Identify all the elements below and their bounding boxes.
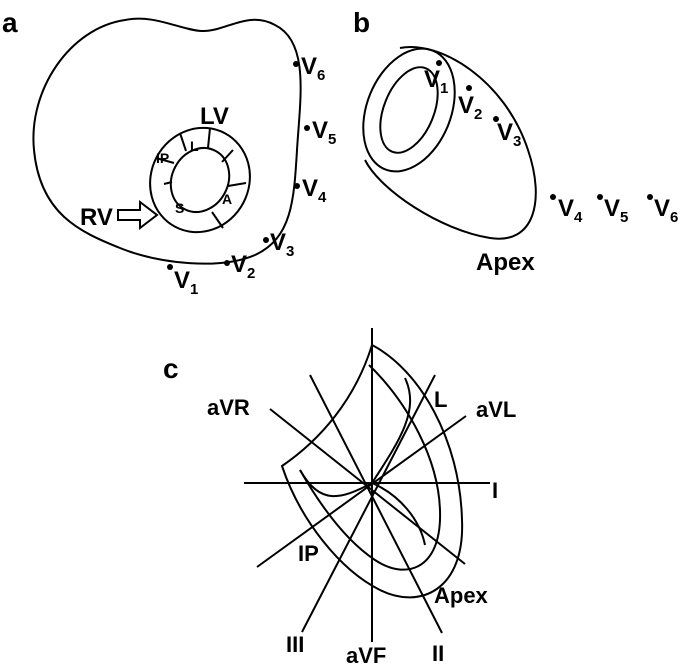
lv-cross-section: L IP S A xyxy=(149,126,251,234)
panel-c: c aVR aVL I II III aVF L IP Apex xyxy=(163,328,516,667)
panel-a-letter: a xyxy=(2,7,18,38)
lead-iii-label: III xyxy=(286,632,304,657)
rv-label: RV xyxy=(80,204,113,231)
lead-electrode-dot xyxy=(550,194,556,200)
lead-label-v3: V3 xyxy=(497,119,521,150)
lead-electrode-dot xyxy=(436,60,442,66)
lead-label-v4: V4 xyxy=(302,175,327,206)
lv-region-outer xyxy=(280,343,464,599)
lv-region-inner xyxy=(299,377,426,546)
apex-label: Apex xyxy=(476,249,535,276)
lead-label-v3: V3 xyxy=(270,229,294,260)
rv-arrow-icon xyxy=(117,199,159,231)
chest-leads-a: V1 V2 V3 V4 V5 V6 xyxy=(167,53,336,298)
heart-base-inner xyxy=(379,66,439,154)
lv-label: LV xyxy=(200,103,229,130)
lead-label-v6: V6 xyxy=(654,195,678,226)
lead-label-v2: V2 xyxy=(231,251,255,282)
lead-label-v5: V5 xyxy=(312,117,336,148)
lead-avl-label: aVL xyxy=(476,397,516,422)
segment-divider xyxy=(221,149,234,163)
lead-electrode-dot xyxy=(167,264,173,270)
lead-label-v1: V1 xyxy=(174,267,198,298)
lead-electrode-dot xyxy=(224,260,230,266)
lead-label-v5: V5 xyxy=(604,195,628,226)
segment-divider xyxy=(155,157,175,164)
lead-ii-label: II xyxy=(432,641,444,666)
heart-body-outline xyxy=(364,46,537,240)
segment-s-label: S xyxy=(175,200,184,216)
lead-avf-label: aVF xyxy=(346,643,386,667)
region-ip-label: IP xyxy=(298,541,319,566)
segment-divider xyxy=(207,127,211,149)
axis-line-lead-ii xyxy=(309,374,443,634)
region-apex-label: Apex xyxy=(434,583,489,608)
segment-ip-label: IP xyxy=(156,150,169,166)
lead-electrode-dot xyxy=(597,194,603,200)
chest-leads-b: V1 V2 V3 V4 V5 V6 xyxy=(424,60,678,226)
lead-label-v1: V1 xyxy=(424,66,448,97)
lv-outer-ring xyxy=(149,126,251,234)
lead-electrode-dot xyxy=(304,125,310,131)
panel-a: a L IP S A LV RV V1 V xyxy=(2,7,336,298)
lv-region-middle xyxy=(299,364,442,571)
heart-base-outer xyxy=(362,47,456,173)
axis-line-lead-avl xyxy=(256,415,467,568)
torso-outline xyxy=(32,17,302,265)
lv-inner-ring xyxy=(169,147,231,213)
lead-electrode-dot xyxy=(263,237,269,243)
axis-line-lead-avr xyxy=(269,408,466,565)
segment-divider xyxy=(211,211,224,229)
lead-avr-label: aVR xyxy=(207,395,250,420)
lead-electrode-dot xyxy=(647,194,653,200)
lead-label-v2: V2 xyxy=(458,92,482,123)
lead-i-label: I xyxy=(492,478,498,503)
segment-divider xyxy=(179,132,187,152)
lead-electrode-dot xyxy=(493,116,499,122)
lead-electrode-dot xyxy=(294,183,300,189)
region-l-label: L xyxy=(434,387,447,412)
panel-b-letter: b xyxy=(353,7,370,38)
panel-c-letter: c xyxy=(163,353,179,384)
axis-line-lead-iii xyxy=(301,374,436,633)
lead-label-v6: V6 xyxy=(301,53,325,84)
segment-divider xyxy=(163,181,173,185)
lead-label-v4: V4 xyxy=(558,195,583,226)
lead-electrode-dot xyxy=(293,61,299,67)
lead-electrode-dot xyxy=(466,85,472,91)
panel-b: b Apex V1 V2 V3 V4 V5 V6 xyxy=(353,7,678,276)
segment-a-label: A xyxy=(222,191,232,207)
segment-divider xyxy=(227,182,247,187)
segment-l-label: L xyxy=(190,138,199,154)
